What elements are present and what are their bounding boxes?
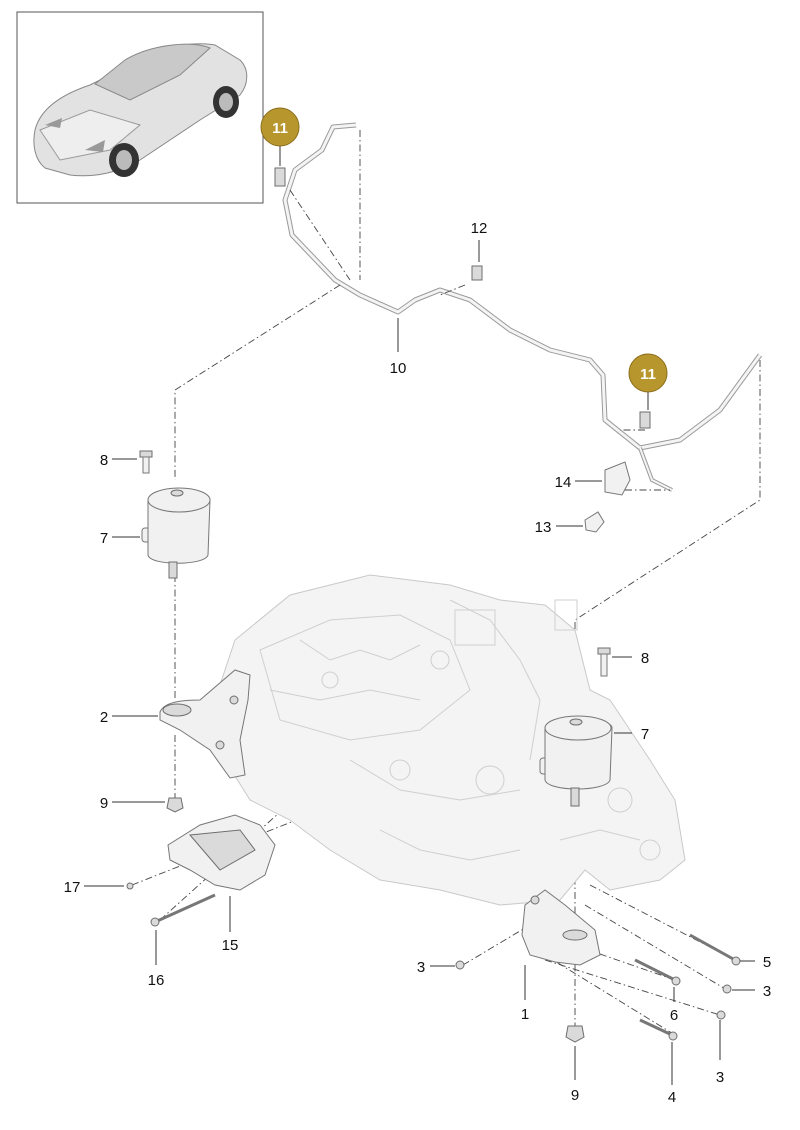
bolt-5 xyxy=(689,933,741,966)
callout-8-right[interactable]: 8 xyxy=(641,650,649,667)
badge-label: 11 xyxy=(640,366,656,383)
badge-circle xyxy=(628,353,668,393)
bracket-1 xyxy=(521,889,601,966)
callout-16[interactable]: 16 xyxy=(148,972,165,989)
pipe-line-10 xyxy=(282,122,763,492)
callout-9-left[interactable]: 9 xyxy=(100,795,108,812)
callout-7-left[interactable]: 7 xyxy=(100,530,108,547)
transmission-housing xyxy=(214,574,686,906)
callout-badge-11-right[interactable]: 11 xyxy=(628,353,668,393)
callout-3-bottom[interactable]: 3 xyxy=(716,1069,724,1086)
callout-9-right[interactable]: 9 xyxy=(571,1087,579,1104)
leader-lines xyxy=(84,143,755,1085)
bolt-8-right xyxy=(597,647,611,677)
assembly-lines xyxy=(131,130,761,1036)
bolt-3-right xyxy=(716,1010,726,1020)
callout-17[interactable]: 17 xyxy=(64,879,81,896)
callout-6[interactable]: 6 xyxy=(670,1007,678,1024)
bracket-14 xyxy=(604,461,631,496)
nut-9-right xyxy=(565,1025,585,1043)
bolt-3-mid xyxy=(722,984,732,994)
vehicle-thumbnail xyxy=(16,11,264,204)
bolt-6 xyxy=(634,958,681,986)
callout-8-left[interactable]: 8 xyxy=(100,452,108,469)
engine-mount-right xyxy=(539,715,613,807)
badge-label: 11 xyxy=(272,120,288,137)
callout-15[interactable]: 15 xyxy=(222,937,239,954)
callout-4[interactable]: 4 xyxy=(668,1089,676,1106)
bracket-15 xyxy=(167,814,276,891)
callout-5[interactable]: 5 xyxy=(763,954,771,971)
callout-1[interactable]: 1 xyxy=(521,1006,529,1023)
bolt-4 xyxy=(639,1018,678,1041)
car-illustration xyxy=(33,43,248,177)
callout-10[interactable]: 10 xyxy=(390,360,407,377)
callout-12[interactable]: 12 xyxy=(471,220,488,237)
nut-9-left xyxy=(166,797,184,813)
callout-7-right[interactable]: 7 xyxy=(641,726,649,743)
hose-clip-top xyxy=(274,167,286,187)
callout-labels: 8 7 2 9 17 16 15 12 10 14 13 8 7 3 1 9 4… xyxy=(64,220,772,1106)
badge-circle xyxy=(260,107,300,147)
bolt-17 xyxy=(126,882,134,890)
callout-3-right[interactable]: 3 xyxy=(763,983,771,1000)
clamp-13 xyxy=(584,511,605,533)
callout-3-left[interactable]: 3 xyxy=(417,959,425,976)
callout-2[interactable]: 2 xyxy=(100,709,108,726)
bolt-16 xyxy=(150,893,216,927)
callout-14[interactable]: 14 xyxy=(555,474,572,491)
bolt-3-left xyxy=(455,960,465,970)
engine-mount-left xyxy=(141,487,211,579)
bracket-2 xyxy=(159,669,251,779)
callout-13[interactable]: 13 xyxy=(535,519,552,536)
hose-clip-right xyxy=(639,411,651,429)
part-12-clip xyxy=(471,265,483,281)
bolt-8-left xyxy=(139,450,153,474)
callout-badge-11-top[interactable]: 11 xyxy=(260,107,300,147)
